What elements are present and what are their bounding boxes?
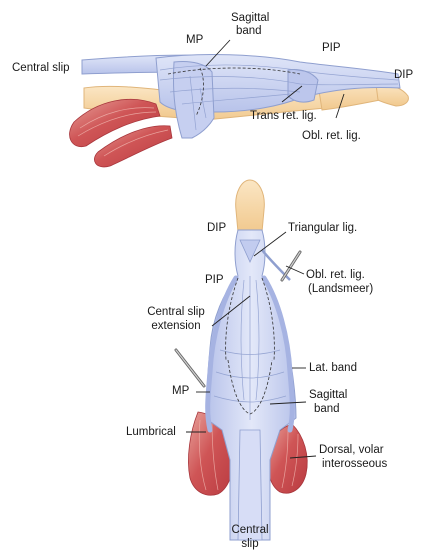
label-dorsal-volar-interosseous-line1: Dorsal, volar: [319, 444, 384, 457]
distal-phalanx-bone-dorsal: [236, 180, 265, 232]
lateral-view: [70, 55, 409, 167]
label-sagittal-band-top-line1: Sagittal: [231, 12, 269, 25]
label-dip-top: DIP: [394, 69, 413, 82]
label-mp-top: MP: [186, 34, 203, 47]
label-obl-ret-lig-top: Obl. ret. lig.: [302, 130, 361, 143]
label-central-slip-extension-line1: Central slip: [134, 306, 218, 319]
probe-left-inner: [176, 350, 204, 386]
label-dip-bottom: DIP: [207, 222, 226, 235]
probe-right-inner: [282, 252, 300, 280]
label-pip-top: PIP: [322, 42, 341, 55]
label-obl-ret-lig-bottom-line2: (Landsmeer): [308, 283, 373, 296]
label-dorsal-volar-interosseous-line2: interosseous: [322, 458, 387, 471]
label-lumbrical: Lumbrical: [126, 426, 176, 439]
label-sagittal-band-bottom-line1: Sagittal: [309, 389, 347, 402]
label-central-slip-bottom-line2: slip: [220, 538, 280, 551]
label-trans-ret-lig: Trans ret. lig.: [250, 110, 317, 123]
label-central-slip-extension-line2: extension: [134, 320, 218, 333]
label-sagittal-band-top-line2: band: [236, 25, 262, 38]
label-triangular-lig: Triangular lig.: [288, 222, 357, 235]
label-obl-ret-lig-bottom-line1: Obl. ret. lig.: [306, 269, 365, 282]
label-mp-bottom: MP: [172, 385, 189, 398]
label-sagittal-band-bottom-line2: band: [314, 403, 340, 416]
label-central-slip-bottom-line1: Central: [220, 524, 280, 537]
label-central-slip-top: Central slip: [12, 62, 70, 75]
label-pip-bottom: PIP: [205, 274, 224, 287]
sagittal-band-lateral: [173, 61, 214, 138]
label-lat-band: Lat. band: [309, 362, 357, 375]
